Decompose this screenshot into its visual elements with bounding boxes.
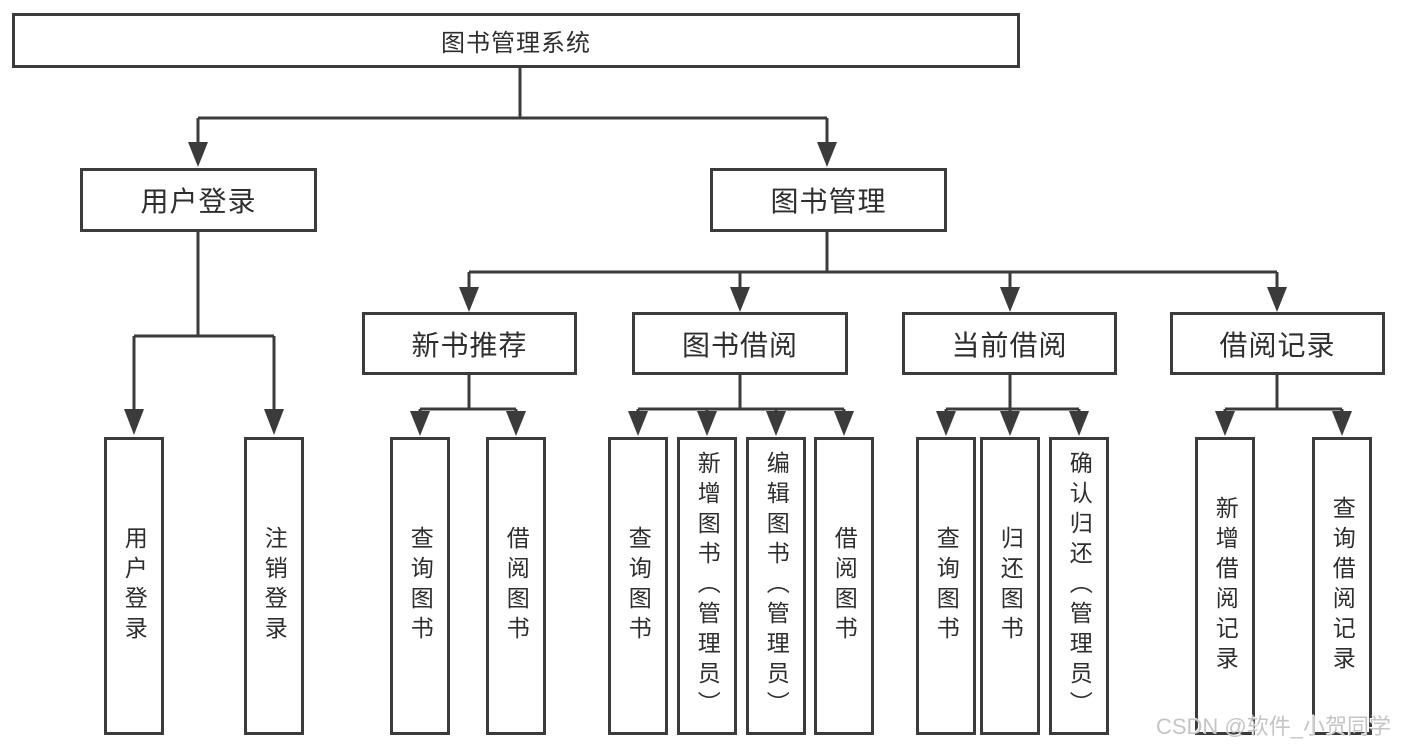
arrowhead-icon: [1332, 411, 1352, 436]
leaf-records-query-borrow-record: 查询借阅记录: [1312, 437, 1372, 735]
connector-borrowing-records-to-leaves: [1215, 374, 1352, 436]
node-label: 新书推荐: [411, 329, 528, 361]
arrowhead-icon: [1000, 411, 1020, 436]
arrowhead-icon: [124, 409, 144, 435]
leaf-label: 查询图书: [407, 526, 434, 646]
node-label: 用户登录: [140, 186, 257, 217]
leaf-logout: 注销登录: [244, 437, 304, 735]
leaf-newbooks-query-books: 查询图书: [390, 437, 450, 735]
node-user-login: 用户登录: [80, 168, 317, 232]
leaf-label: 新增借阅记录: [1212, 496, 1239, 676]
arrowhead-icon: [1069, 411, 1089, 436]
leaf-records-add-borrow-record: 新增借阅记录: [1195, 437, 1255, 735]
arrowhead-icon: [730, 287, 750, 312]
leaf-label: 用户登录: [121, 526, 148, 646]
arrowhead-icon: [188, 142, 208, 167]
leaf-label: 注销登录: [261, 526, 288, 646]
leaf-label: 新增图书（管理员）: [694, 451, 721, 721]
connector-new-book-recommendation-to-leaves: [410, 374, 526, 436]
connector-root-to-level2: [188, 68, 837, 167]
leaf-label: 确认归还（管理员）: [1066, 451, 1093, 721]
leaf-borrowing-add-books-admin: 新增图书（管理员）: [677, 437, 737, 735]
arrowhead-icon: [410, 411, 430, 436]
connector-user-login-to-leaves: [124, 230, 284, 435]
arrowhead-icon: [264, 409, 284, 435]
node-borrowing-records: 借阅记录: [1170, 312, 1385, 375]
leaf-label: 查询图书: [933, 526, 960, 646]
arrowhead-icon: [1267, 287, 1287, 312]
arrowhead-icon: [459, 287, 479, 312]
node-label: 图书借阅: [681, 329, 798, 361]
arrowhead-icon: [936, 411, 956, 436]
arrowhead-icon: [817, 142, 837, 167]
leaf-borrowing-borrow-books: 借阅图书: [814, 437, 874, 735]
node-label: 当前借阅: [951, 329, 1068, 361]
leaf-borrowing-edit-books-admin: 编辑图书（管理员）: [746, 437, 806, 735]
connector-book-management-to-level3: [459, 230, 1287, 312]
leaf-label: 查询借阅记录: [1329, 496, 1356, 676]
arrowhead-icon: [834, 411, 854, 436]
node-library-system: 图书管理系统: [12, 13, 1020, 68]
arrowhead-icon: [1000, 287, 1020, 312]
node-new-book-recommendation: 新书推荐: [362, 312, 577, 375]
watermark: CSDN @软件_小贺同学: [1155, 714, 1391, 739]
node-book-borrowing: 图书借阅: [632, 312, 848, 375]
connector-current-borrowing-to-leaves: [936, 374, 1089, 436]
leaf-label: 借阅图书: [831, 526, 858, 646]
node-label: 借阅记录: [1219, 329, 1336, 361]
arrowhead-icon: [766, 411, 786, 436]
leaf-current-query-books: 查询图书: [916, 437, 976, 735]
leaf-newbooks-borrow-books: 借阅图书: [486, 437, 546, 735]
leaf-borrowing-query-books: 查询图书: [608, 437, 668, 735]
leaf-label: 编辑图书（管理员）: [763, 451, 790, 721]
arrowhead-icon: [506, 411, 526, 436]
leaf-label: 归还图书: [997, 526, 1024, 646]
leaf-current-confirm-return-admin: 确认归还（管理员）: [1049, 437, 1109, 735]
leaf-label: 借阅图书: [503, 526, 530, 646]
node-label: 图书管理: [770, 186, 887, 217]
leaf-user-login: 用户登录: [104, 437, 164, 735]
arrowhead-icon: [628, 411, 648, 436]
leaf-label: 查询图书: [625, 526, 652, 646]
connector-book-borrowing-to-leaves: [628, 374, 854, 436]
leaf-current-return-books: 归还图书: [980, 437, 1040, 735]
arrowhead-icon: [1215, 411, 1235, 436]
node-book-management: 图书管理: [710, 168, 947, 232]
node-label: 图书管理系统: [441, 30, 591, 57]
arrowhead-icon: [697, 411, 717, 436]
node-current-borrowing: 当前借阅: [902, 312, 1117, 375]
